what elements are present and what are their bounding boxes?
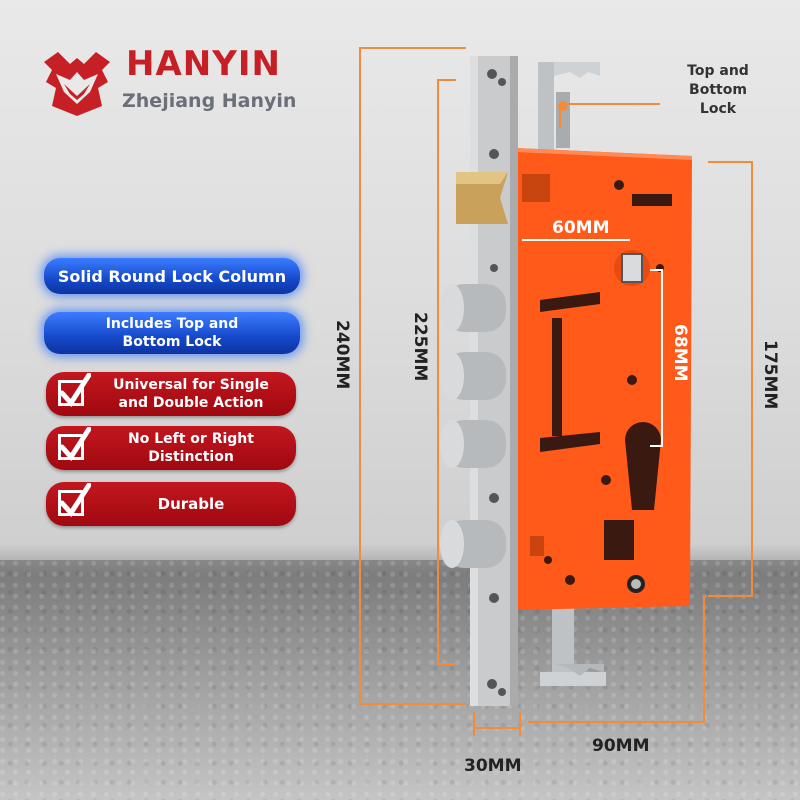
checkbox-checked-icon [58, 427, 91, 461]
feature-durable: Durable [46, 482, 296, 526]
lock-column [440, 520, 506, 568]
feature-top-bottom-lock: Includes Top and Bottom Lock [44, 312, 300, 354]
round-lock-columns [440, 284, 506, 568]
dim-cylinder-center: 68MM [670, 324, 690, 382]
feature-label: No Left or Right Distinction [128, 431, 254, 465]
brand-subtitle: Zhejiang Hanyin [122, 90, 297, 112]
callout-dot [558, 101, 568, 111]
checkbox-checked-icon [58, 373, 91, 407]
lock-column [440, 352, 506, 400]
dim-faceplate-width: 30MM [464, 756, 522, 776]
lock-body [516, 148, 692, 610]
feature-label: Universal for Single and Double Action [113, 377, 269, 411]
top-lock-rod [538, 62, 600, 152]
checkbox-checked-icon [58, 483, 91, 517]
dim-case-width: 90MM [592, 736, 650, 756]
top-bottom-lock-callout: Top and Bottom Lock [687, 63, 749, 117]
dim-case-height: 175MM [760, 340, 780, 410]
feature-solid-column: Solid Round Lock Column [44, 258, 300, 294]
brand-logo: HANYIN Zhejiang Hanyin [40, 42, 300, 126]
feature-universal-action: Universal for Single and Double Action [46, 372, 296, 416]
dim-backset: 60MM [552, 218, 610, 238]
lock-column [440, 420, 506, 468]
feature-label: Durable [157, 495, 225, 513]
latch-bolt [456, 172, 508, 224]
hanyin-logo-icon [44, 52, 110, 116]
lock-column [440, 284, 506, 332]
bottom-lock-rod [540, 600, 606, 686]
brand-name: HANYIN [126, 44, 281, 84]
dim-overall-height: 240MM [332, 320, 352, 390]
feature-no-left-right: No Left or Right Distinction [46, 426, 296, 470]
dim-bolt-span: 225MM [410, 312, 430, 382]
